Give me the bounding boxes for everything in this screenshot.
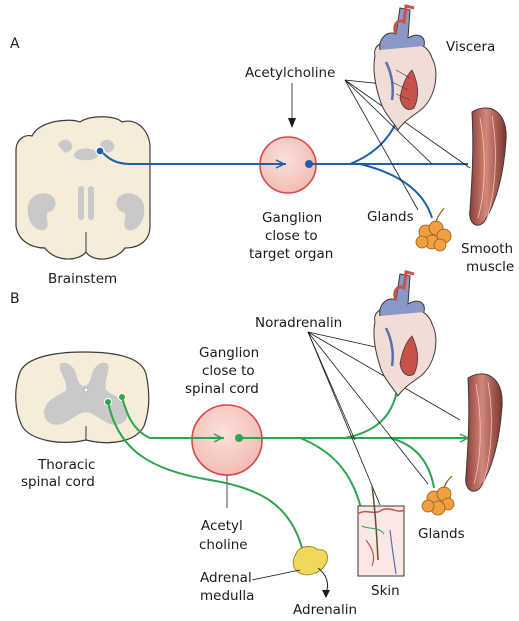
acetylcholine-label-b-1: Acetyl (201, 518, 243, 534)
smooth-muscle-label-2: muscle (466, 259, 514, 275)
smooth-muscle-b (465, 373, 503, 492)
sympathetic-fibers (107, 359, 470, 549)
synapse-a (275, 159, 286, 169)
spinal-cord-label-2: spinal cord (21, 474, 95, 490)
adrenalin-arrow (317, 567, 329, 593)
ganglion-label-a-3: target organ (249, 246, 333, 262)
postganglionic-to-skin (299, 437, 363, 513)
ganglion-neuron-a (305, 160, 313, 168)
fiber-to-adrenal (107, 401, 303, 549)
spinal-cord-section (15, 351, 150, 444)
heart-icon (373, 4, 437, 131)
noradrenalin-label: Noradrenalin (255, 315, 342, 331)
adrenal-leader (251, 569, 301, 581)
skin-label: Skin (371, 583, 400, 599)
ganglion-label-b-1: Ganglion (199, 345, 259, 361)
ganglion-label-a-1: Ganglion (262, 210, 322, 226)
gland-a (415, 220, 452, 252)
spinal-cord-label-1: Thoracic (37, 457, 95, 473)
brainstem-section (15, 116, 151, 260)
panel-b-letter: B (10, 291, 20, 307)
synapse-b (213, 433, 224, 443)
ganglion-b (191, 404, 263, 476)
postganglionic-to-glands-b (389, 437, 435, 489)
viscera-label: Viscera (446, 39, 495, 55)
glands-label-a: Glands (367, 209, 414, 225)
brainstem-label: Brainstem (48, 271, 117, 287)
adrenal-gland-icon (292, 546, 329, 576)
ganglion-label-b-3: spinal cord (185, 381, 259, 397)
preganglionic-fiber-b (121, 396, 224, 439)
heart-icon-b (373, 270, 437, 397)
panel-a: A Brainstem Acetylcholine (10, 4, 514, 287)
adrenal-label-1: Adrenal (200, 570, 252, 586)
smooth-muscle-label-1: Smooth (461, 241, 513, 257)
ganglion-label-a-2: close to (265, 228, 318, 244)
adrenalin-label: Adrenalin (293, 602, 357, 618)
glands-label-b: Glands (418, 526, 465, 542)
ganglion-label-b-2: close to (202, 363, 255, 379)
smooth-muscle-a (469, 107, 507, 226)
acetylcholine-label-b-2: choline (199, 537, 248, 553)
panel-b: B Thoracic spinal cord Ganglion close to… (10, 270, 503, 618)
adrenal-label-2: medulla (200, 588, 254, 604)
ganglion-neuron-b (235, 434, 243, 442)
panel-a-letter: A (10, 36, 20, 52)
skin-section (357, 485, 405, 577)
acetylcholine-label-a: Acetylcholine (245, 65, 335, 81)
gland-b (421, 486, 455, 516)
preganglionic-fiber-a (102, 152, 286, 165)
postganglionic-to-glands-a (359, 163, 433, 219)
